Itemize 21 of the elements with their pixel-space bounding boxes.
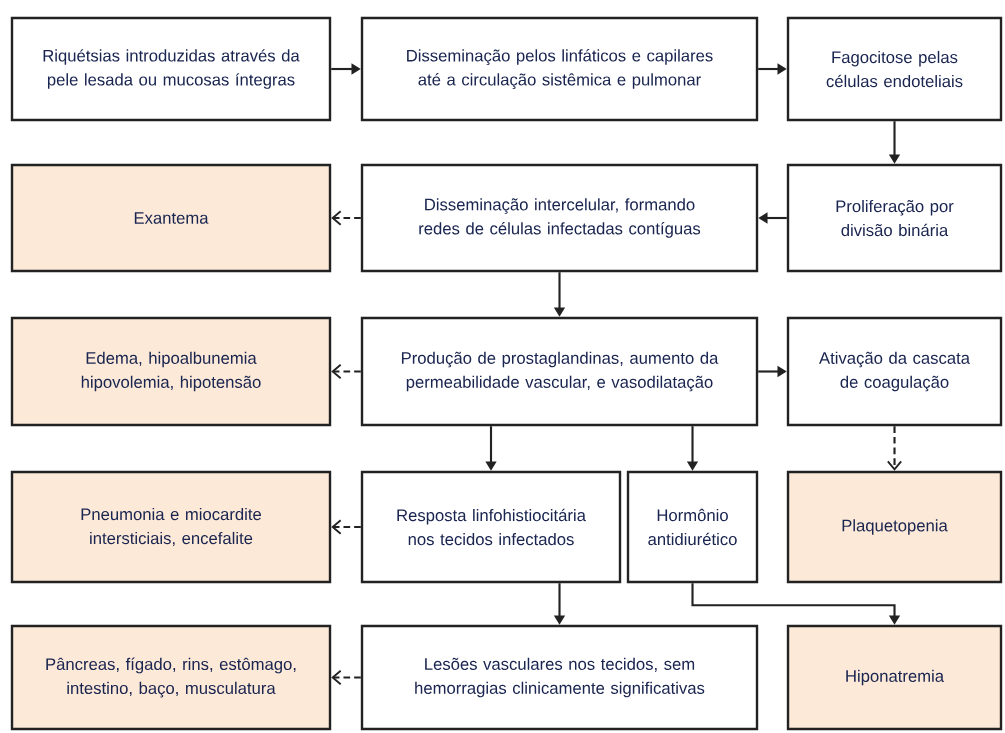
process-box: Produção de prostaglandinas, aumento da permeabilidade vascular, e vasodilatação xyxy=(360,316,759,427)
process-box: Riquétsias introduzidas através da pele lesada ou mucosas íntegras xyxy=(10,16,332,122)
dashed-arrow xyxy=(331,210,361,226)
result-box: Exantema xyxy=(10,163,332,273)
process-box: Disseminação intercelular, formando redes de células infectadas contíguas xyxy=(360,163,759,273)
dashed-arrow xyxy=(886,426,903,471)
process-box: Disseminação pelos linfáticos e capilares até a circulação sistêmica e pulmonar xyxy=(360,16,759,122)
process-box: Ativação da cascata de coagulação xyxy=(786,316,1003,427)
process-box: Fagocitose pelas células endoteliais xyxy=(786,16,1003,122)
process-box: Resposta linfohistiocitária nos tecidos infectados xyxy=(360,470,622,584)
dashed-arrow xyxy=(331,519,361,535)
result-box: Hiponatremia xyxy=(786,624,1003,731)
result-box: Edema, hipoalbunemia hipovolemia, hipotensão xyxy=(10,316,332,427)
process-box: Proliferação por divisão binária xyxy=(786,163,1003,273)
process-box: Lesões vasculares nos tecidos, sem hemorragias clinicamente significativas xyxy=(360,624,759,731)
process-box: Hormônio antidiurético xyxy=(626,470,759,584)
result-box: Pneumonia e miocardite intersticiais, encefalite xyxy=(10,470,332,584)
dashed-arrow xyxy=(331,363,361,380)
result-box: Pâncreas, fígado, rins, estômago, intestino, baço, musculatura xyxy=(10,624,332,731)
result-box: Plaquetopenia xyxy=(786,470,1003,584)
dashed-arrow xyxy=(331,669,361,686)
